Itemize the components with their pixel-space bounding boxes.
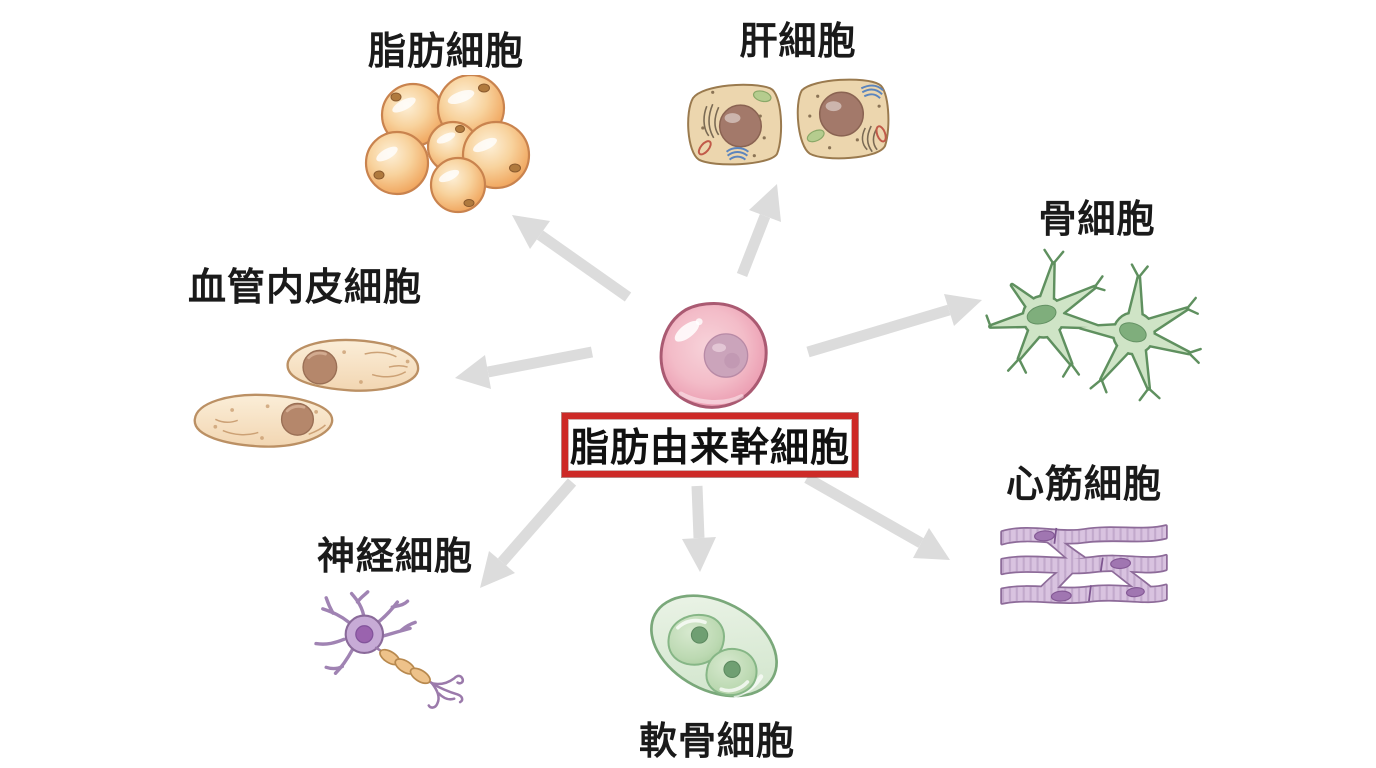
arrow-to-endothelial (455, 346, 594, 389)
chondrocyte-label: 軟骨細胞 (638, 721, 796, 763)
arrow-to-chondrocyte (682, 485, 716, 572)
adipocyte-illustration (363, 75, 548, 215)
hepatocyte-illustration (683, 72, 893, 172)
arrow-to-osteocyte (806, 294, 982, 358)
osteocyte-illustration (982, 243, 1218, 405)
center-stem-cell-label: 脂肪由来幹細胞 (569, 427, 850, 470)
chondrocyte-illustration (640, 588, 788, 710)
adipocyte-label: 脂肪細胞 (367, 31, 525, 73)
arrow-to-cardiomyocyte (804, 473, 950, 560)
arrow-to-adipocyte (512, 215, 632, 302)
neuron-illustration (305, 585, 483, 731)
stem-cell-illustration (648, 296, 778, 422)
neuron-label: 神経細胞 (316, 536, 474, 578)
osteocyte-label: 骨細胞 (1038, 199, 1156, 241)
arrow-to-hepatocyte (736, 184, 781, 277)
center-stem-cell-label-box: 脂肪由来幹細胞 (562, 413, 858, 477)
endothelial-illustration (178, 326, 430, 466)
endothelial-label: 血管内皮細胞 (187, 267, 423, 309)
hepatocyte-label: 肝細胞 (739, 21, 857, 63)
cardiomyocyte-label: 心筋細胞 (1005, 464, 1163, 506)
cardiomyocyte-illustration (1000, 512, 1168, 616)
arrow-to-neuron (480, 478, 577, 588)
